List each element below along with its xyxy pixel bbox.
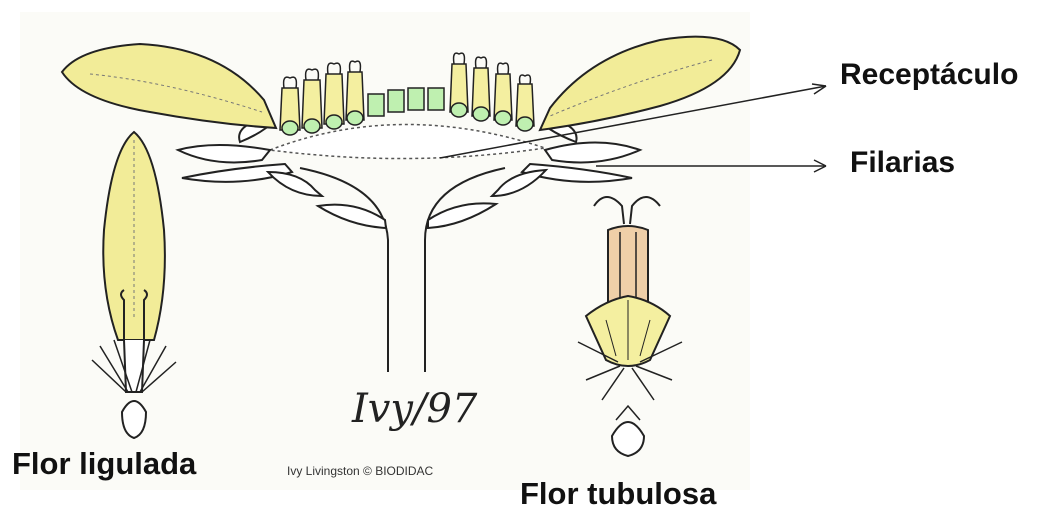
disk-floret-bud (408, 88, 424, 110)
label-flor-ligulada: Flor ligulada (12, 446, 196, 482)
disk-floret (516, 75, 534, 131)
disk-floret-bud (388, 90, 404, 112)
disk-floret-bud (368, 94, 384, 116)
label-filarias: Filarias (850, 146, 955, 180)
credit-text: Ivy Livingston © BIODIDAC (287, 464, 433, 478)
disk-floret-bud (428, 88, 444, 110)
ligulate-ovary (122, 401, 146, 438)
label-receptaculo: Receptáculo (840, 58, 1018, 92)
ligulate-tube (124, 340, 144, 392)
artist-signature: Ivy/97 (352, 386, 477, 432)
label-flor-tubulosa: Flor tubulosa (520, 476, 716, 512)
